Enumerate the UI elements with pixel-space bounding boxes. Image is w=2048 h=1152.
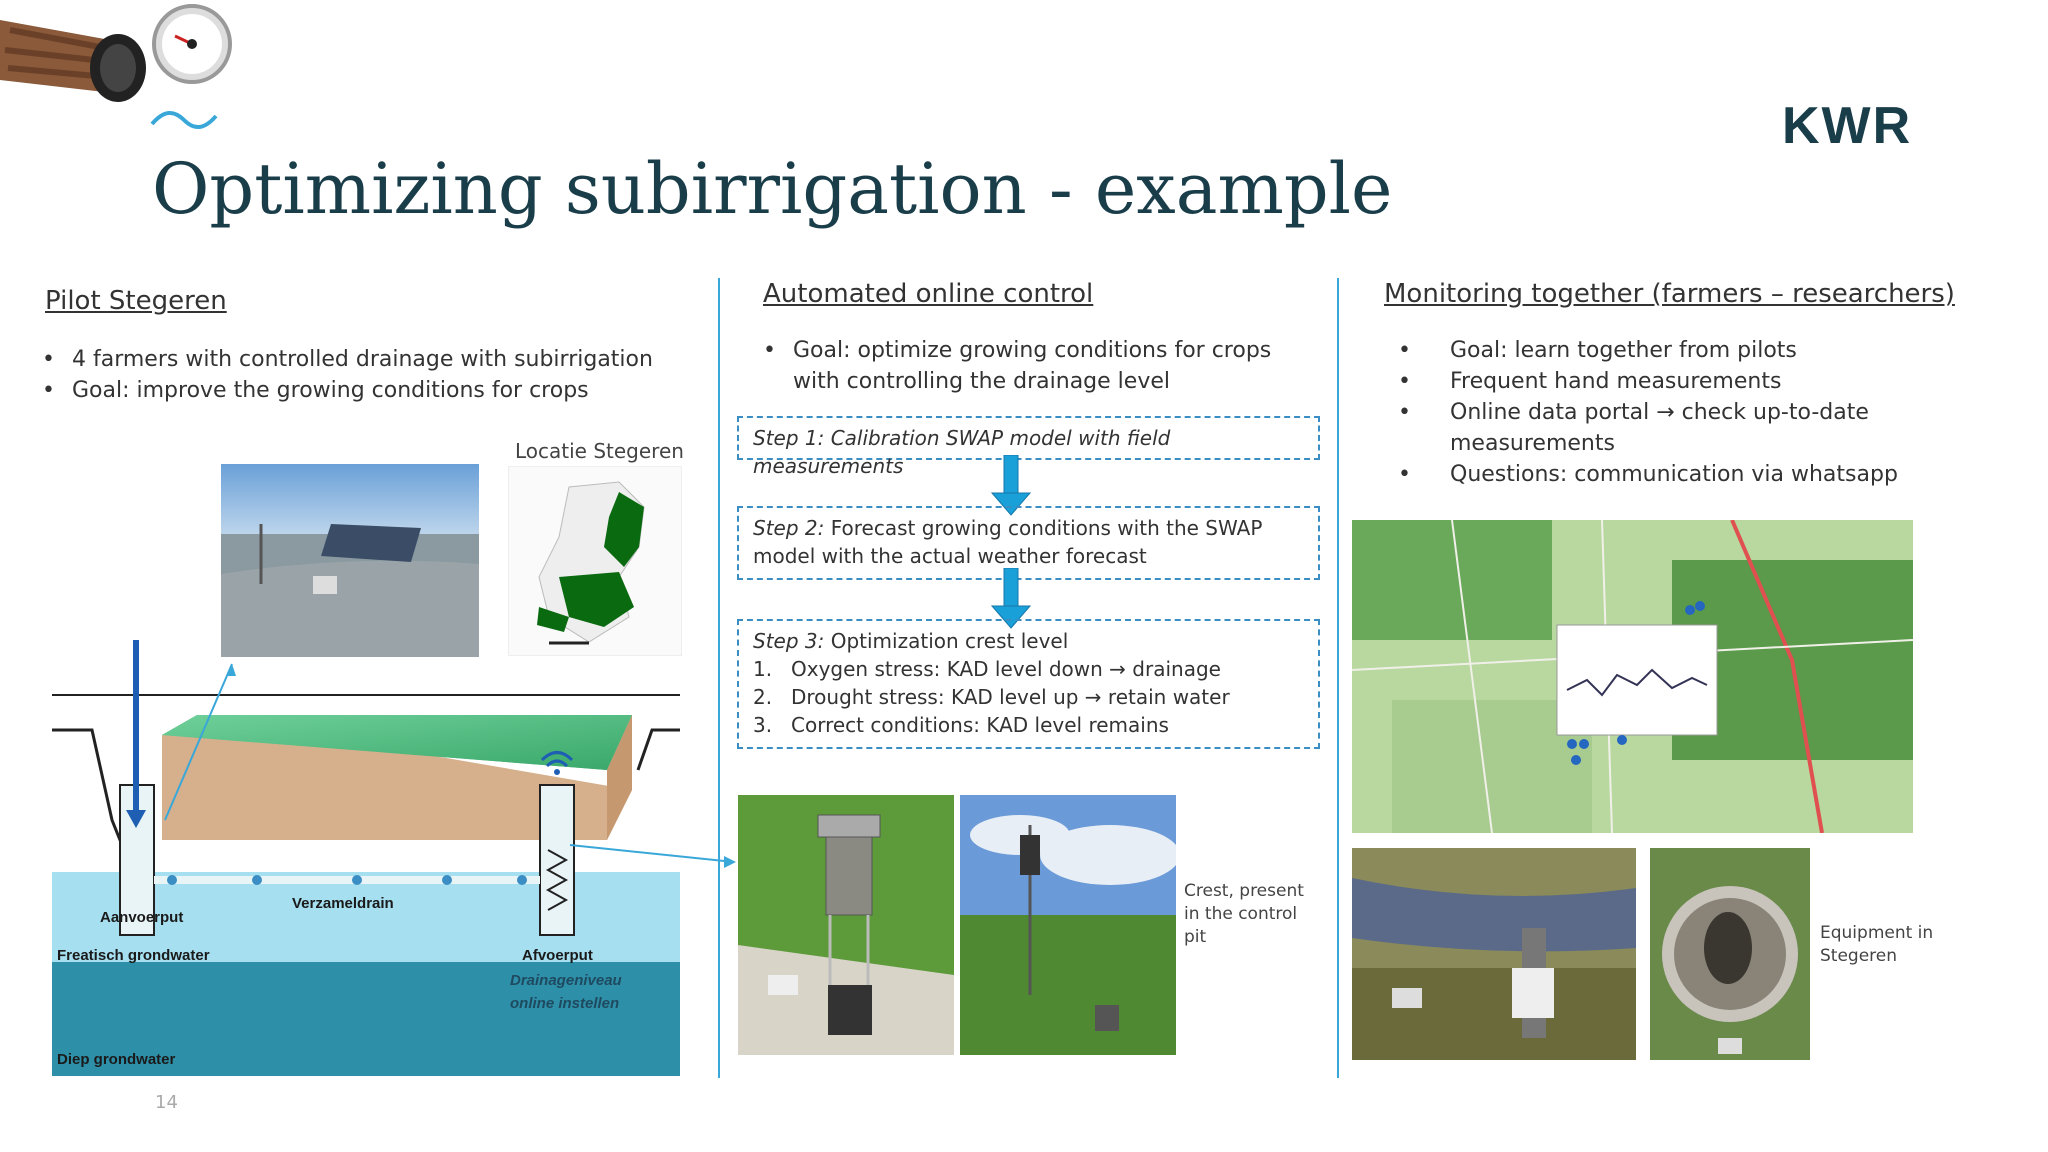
arrow-down-icon (990, 455, 1032, 516)
data-portal-map[interactable] (1352, 520, 1913, 833)
field-mast-photo (960, 795, 1176, 1055)
label-freatisch: Freatisch grondwater (57, 947, 210, 964)
netherlands-map (508, 466, 682, 656)
label-aanvoerput: Aanvoerput (100, 909, 183, 926)
list-item: Online data portal → check up-to-date me… (1398, 397, 1958, 459)
equipment-caption: Equipment in Stegeren (1820, 923, 1934, 966)
drainage-diagram: Aanvoerput Verzameldrain Freatisch grond… (52, 640, 680, 1076)
field-photo (221, 464, 479, 657)
step-3-num: 2. (753, 685, 773, 709)
column-divider-1 (718, 278, 720, 1078)
ditch-equipment-photo (1352, 848, 1636, 1060)
list-item: Goal: learn together from pilots (1398, 335, 1958, 366)
step-3-item: Drought stress: KAD level up → retain wa… (791, 685, 1230, 709)
pilot-header: Pilot Stegeren (45, 286, 227, 316)
step-3-item: Oxygen stress: KAD level down → drainage (791, 657, 1221, 681)
monitoring-bullets: Goal: learn together from pilots Frequen… (1398, 335, 1958, 490)
page-number: 14 (155, 1092, 178, 1113)
automated-header: Automated online control (763, 279, 1094, 309)
pilot-bullets: 4 farmers with controlled drainage with … (42, 344, 682, 406)
automated-bullets: Goal: optimize growing conditions for cr… (763, 335, 1323, 397)
list-item: Goal: improve the growing conditions for… (42, 375, 682, 406)
step-2-text: Forecast growing conditions with the SWA… (753, 516, 1263, 568)
step-1-box: Step 1: Calibration SWAP model with fiel… (737, 416, 1320, 478)
list-item: 4 farmers with controlled drainage with … (42, 344, 682, 375)
label-afvoerput: Afvoerput (522, 947, 593, 964)
step-3-box: Step 3: Optimization crest level 1. Oxyge… (737, 619, 1320, 749)
pipe-equipment-photo (1650, 848, 1810, 1060)
label-drainageniveau: Drainageniveau (510, 972, 622, 989)
column-divider-2 (1337, 278, 1339, 1078)
step-3-num: 1. (753, 657, 773, 681)
kwr-logo: KWR (1782, 97, 1913, 155)
arrow-down-icon (990, 568, 1032, 629)
monitoring-header: Monitoring together (farmers – researche… (1384, 279, 1955, 309)
step-2-label: Step 2: (753, 516, 825, 540)
step-3-label: Step 3: (753, 629, 825, 653)
corner-pipe-gauge-image (0, 0, 240, 110)
list-item: Goal: optimize growing conditions for cr… (763, 335, 1323, 397)
label-online-instellen: online instellen (510, 995, 619, 1012)
step-3-item: Correct conditions: KAD level remains (791, 713, 1169, 737)
list-item: Questions: communication via whatsapp (1398, 459, 1958, 490)
slide-title: Optimizing subirrigation - example (152, 148, 1393, 230)
step-3-text: Optimization crest level (824, 629, 1069, 653)
crest-caption: Crest, present in the control pit (1184, 881, 1304, 947)
label-diep: Diep grondwater (57, 1051, 176, 1068)
step-3-num: 3. (753, 713, 773, 737)
step-1-text: Step 1: Calibration SWAP model with fiel… (753, 426, 1171, 478)
step-2-box: Step 2: Forecast growing conditions with… (737, 506, 1320, 580)
list-item: Frequent hand measurements (1398, 366, 1958, 397)
crest-equipment-photo (738, 795, 954, 1055)
wave-accent-icon (150, 111, 218, 129)
label-verzameldrain: Verzameldrain (292, 895, 394, 912)
map-caption: Locatie Stegeren (515, 439, 684, 463)
